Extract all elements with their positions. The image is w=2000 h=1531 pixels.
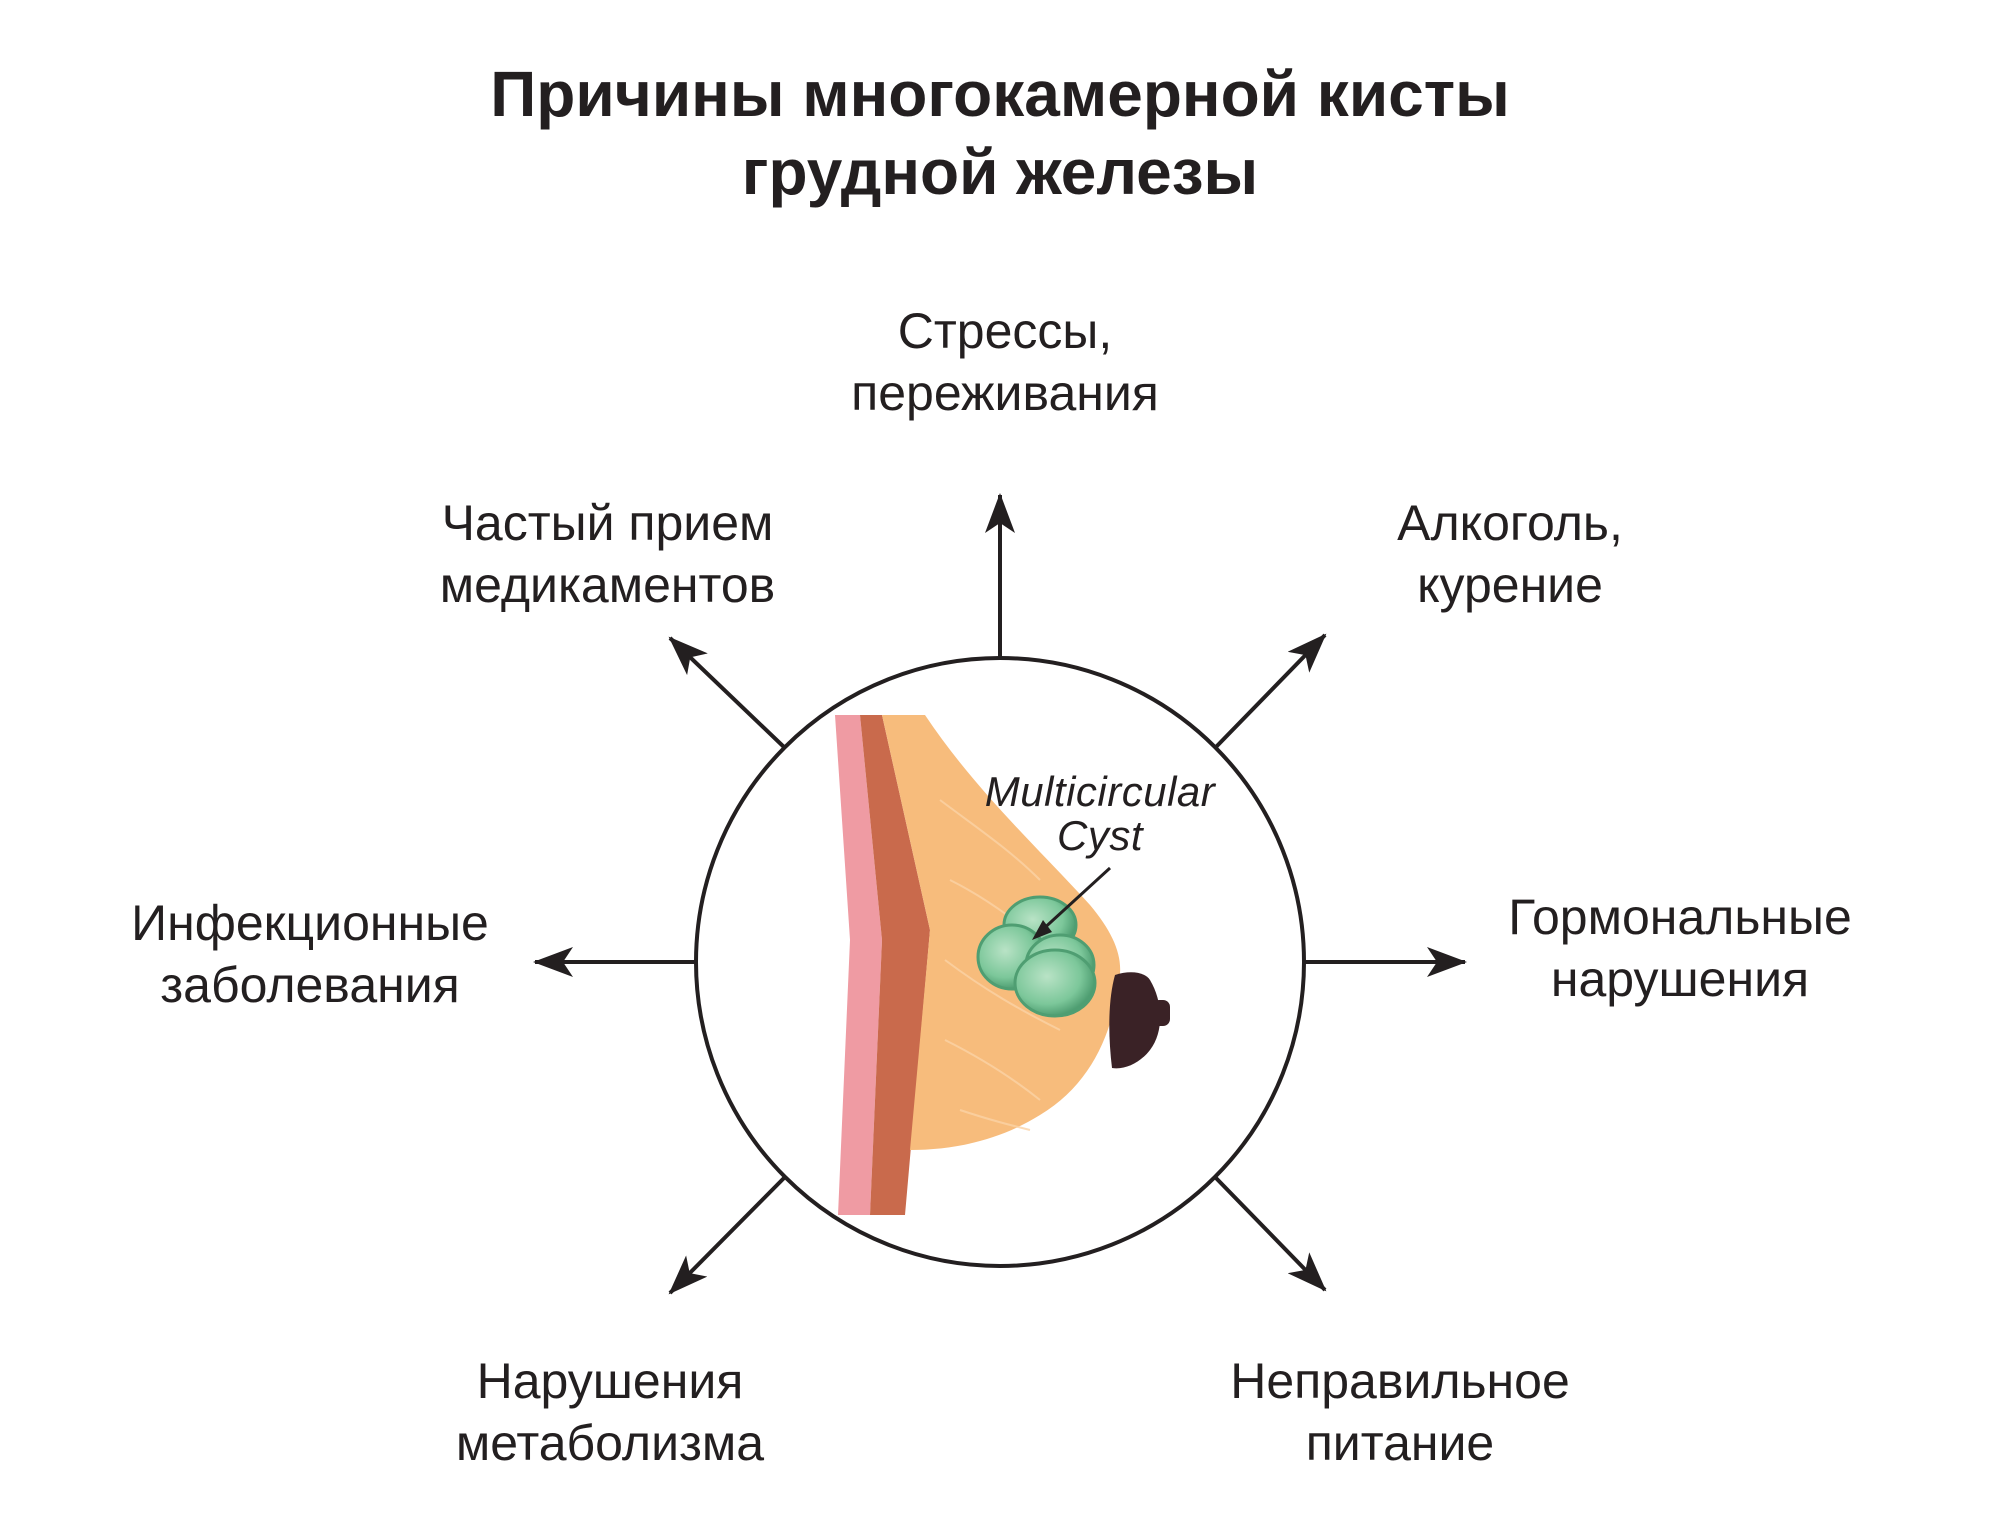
muscle-layer: [860, 715, 930, 1215]
cause-stress-line-2: переживания: [851, 365, 1159, 421]
arrow-top-right: [1213, 633, 1327, 750]
nipple-tip: [1152, 1000, 1170, 1026]
arrow-top-left: [668, 636, 787, 750]
cause-alcohol-smoking: Алкоголь, курение: [1350, 492, 1670, 616]
cyst-label-line-2: Cyst: [1057, 812, 1143, 859]
nipple: [1109, 972, 1161, 1069]
cyst-label-line-1: Multicircular: [984, 768, 1216, 815]
cyst-pointer-head: [1032, 920, 1052, 940]
cause-hormonal-line-2: нарушения: [1550, 951, 1810, 1007]
cause-medication: Частый прием медикаментов: [415, 492, 800, 616]
cause-hormonal: Гормональные нарушения: [1480, 886, 1880, 1010]
title-line-2: грудной железы: [741, 136, 1259, 208]
arrow-bottom-left: [668, 1175, 787, 1295]
cause-metabolism-line-1: Нарушения: [476, 1353, 744, 1409]
diagram-title: Причины многокамерной кисты грудной желе…: [0, 55, 2000, 211]
cause-alcohol-line-2: курение: [1417, 557, 1603, 613]
multicircular-cyst: [976, 895, 1097, 1018]
title-line-1: Причины многокамерной кисты: [490, 58, 1510, 130]
cause-infections-line-2: заболевания: [160, 957, 460, 1013]
cause-metabolism-line-2: метаболизма: [455, 1415, 765, 1471]
cyst-label: Multicircular Cyst: [950, 770, 1250, 858]
skin-layer: [835, 715, 882, 1215]
cause-medication-line-2: медикаментов: [439, 557, 776, 613]
cause-nutrition: Неправильное питание: [1210, 1350, 1590, 1474]
cause-nutrition-line-1: Неправильное: [1230, 1353, 1570, 1409]
cause-stress: Стрессы, переживания: [830, 300, 1180, 424]
cause-infections-line-1: Инфекционные: [131, 895, 489, 951]
breast-illustration: [835, 715, 1170, 1215]
cause-metabolism: Нарушения метаболизма: [420, 1350, 800, 1474]
cause-nutrition-line-2: питание: [1305, 1415, 1495, 1471]
arrow-bottom-right: [1213, 1175, 1327, 1292]
cyst-pointer-arrow: [1038, 866, 1112, 934]
cause-alcohol-line-1: Алкоголь,: [1397, 495, 1623, 551]
cause-stress-line-1: Стрессы,: [897, 303, 1113, 359]
cause-infections: Инфекционные заболевания: [100, 892, 520, 1016]
cause-medication-line-1: Частый прием: [441, 495, 774, 551]
cause-hormonal-line-1: Гормональные: [1508, 889, 1852, 945]
